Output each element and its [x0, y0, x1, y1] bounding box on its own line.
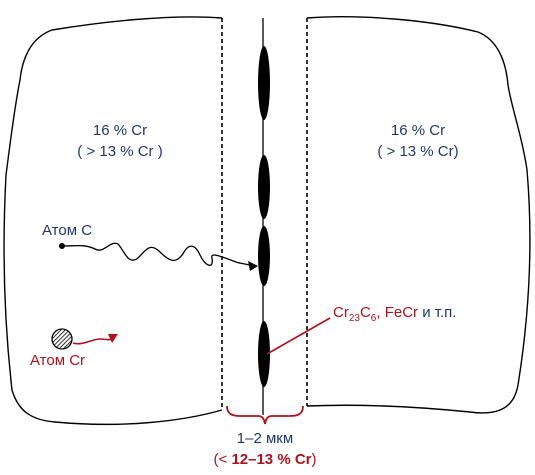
carbide-formula-sub2: 6: [370, 313, 377, 324]
boundary-composition-open: (<: [213, 451, 232, 468]
boundary-width-brace: [226, 405, 304, 425]
chromium-atom-label: Атом Cr: [30, 352, 86, 369]
carbon-atom-label: Атом С: [42, 222, 93, 239]
carbide-label: Cr23C6, FeCr и т.п.: [333, 304, 456, 324]
carbon-diffusion-path: [61, 242, 253, 267]
carbon-diffusion-arrowhead: [248, 261, 258, 271]
boundary-composition-close: ): [311, 451, 317, 468]
carbide-formula-cr: Cr: [333, 304, 349, 321]
boundary-width-label: 1–2 мкм: [236, 430, 294, 447]
carbide-precipitate: [258, 226, 270, 286]
carbide-precipitate: [258, 155, 270, 219]
carbide-formula-rest: и т.п.: [418, 304, 457, 321]
carbide-precipitate: [258, 321, 270, 387]
left-grain-threshold-label: ( > 13 % Cr ): [77, 143, 163, 160]
right-grain-chromium-label: 16 % Cr: [390, 122, 446, 139]
carbide-formula-sub1: 23: [348, 313, 360, 324]
left-grain-outline: [3, 16, 223, 426]
right-grain-outline: [306, 16, 531, 414]
carbide-precipitate: [258, 46, 270, 120]
carbide-leader-line: [266, 317, 331, 355]
left-grain-chromium-label: 16 % Cr: [92, 122, 148, 139]
boundary-composition-label: (< 12–13 % Cr): [214, 451, 317, 469]
boundary-composition-value: 12–13 % Cr: [231, 451, 312, 468]
chromium-motion-arrowhead: [108, 334, 118, 343]
carbide-formula-c: C: [359, 304, 371, 321]
right-grain-threshold-label: ( > 13 % Cr): [377, 143, 459, 160]
chromium-motion-path: [72, 337, 114, 345]
carbide-formula-fecr: , FeCr: [376, 304, 419, 321]
chromium-atom-icon: [51, 328, 73, 350]
